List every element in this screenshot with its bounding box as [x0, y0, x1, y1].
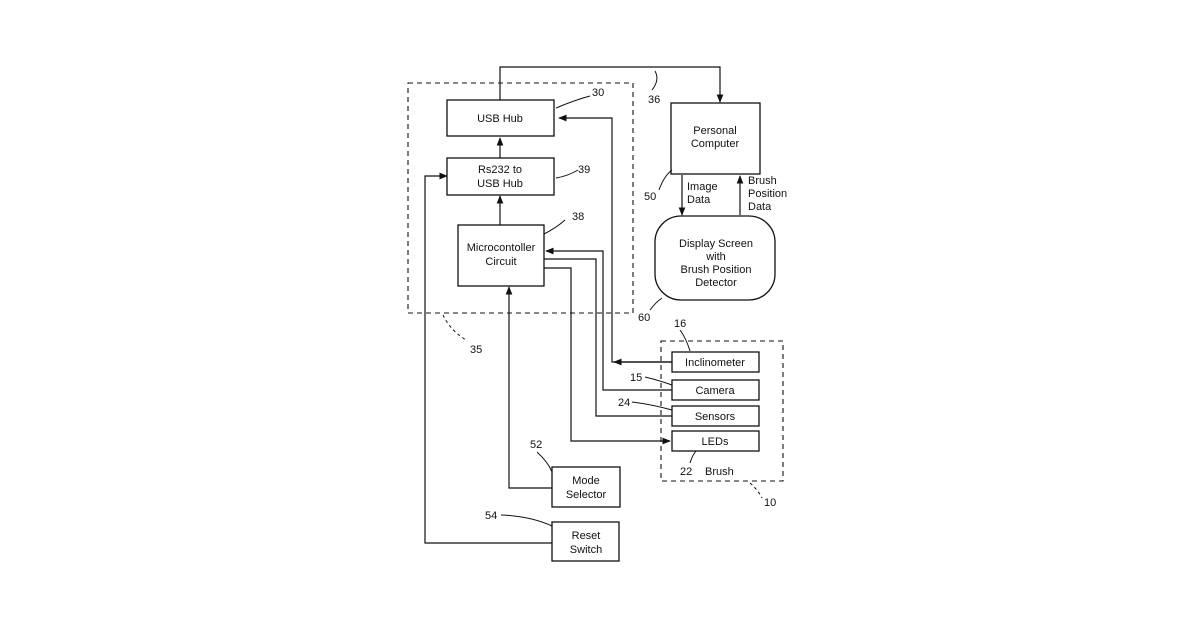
leader-35: [443, 315, 466, 340]
sensors-block: Sensors: [672, 406, 759, 426]
leader-39: [556, 170, 578, 178]
micro-to-leds-line: [544, 268, 670, 441]
image-data-label-line2: Data: [687, 194, 711, 206]
ref-22: 22: [680, 466, 692, 478]
leader-60: [650, 298, 662, 310]
personal-computer-block: Personal Computer: [671, 103, 760, 174]
ref-35: 35: [470, 344, 482, 356]
ref-16: 16: [674, 318, 686, 330]
display-label-line2: with: [705, 251, 726, 263]
rs232-block: Rs232 to USB Hub: [447, 158, 554, 195]
display-screen-block: Display Screen with Brush Position Detec…: [655, 216, 775, 300]
mode-label-line2: Selector: [566, 489, 607, 501]
mode-selector-block: Mode Selector: [552, 467, 620, 507]
leader-15: [645, 377, 672, 385]
mode-to-micro-line: [509, 287, 552, 488]
sensors-label: Sensors: [695, 411, 736, 423]
pc-label-line2: Computer: [691, 138, 740, 150]
ref-60: 60: [638, 312, 650, 324]
ref-30: 30: [592, 87, 604, 99]
camera-to-micro-line: [546, 251, 672, 390]
inclinometer-block: Inclinometer: [672, 352, 759, 372]
reset-label-line1: Reset: [572, 530, 601, 542]
leader-54: [501, 515, 552, 526]
rs232-label-line2: USB Hub: [477, 178, 523, 190]
reset-switch-block: Reset Switch: [552, 522, 619, 561]
ref-50: 50: [644, 191, 656, 203]
display-label-line1: Display Screen: [679, 238, 753, 250]
display-label-line3: Brush Position: [681, 264, 752, 276]
micro-label-line1: Microcontoller: [467, 242, 536, 254]
brush-label: Brush: [705, 466, 734, 478]
leds-label: LEDs: [702, 436, 729, 448]
leader-22: [690, 451, 696, 463]
display-label-line4: Detector: [695, 277, 737, 289]
image-data-label-line1: Image: [687, 181, 718, 193]
ref-24: 24: [618, 397, 630, 409]
mode-label-line1: Mode: [572, 475, 600, 487]
leader-24: [632, 402, 672, 410]
ref-15: 15: [630, 372, 642, 384]
reset-label-line2: Switch: [570, 544, 602, 556]
ref-52: 52: [530, 439, 542, 451]
microcontroller-block: Microcontoller Circuit: [458, 225, 544, 286]
leader-52: [537, 452, 552, 472]
leader-36: [652, 71, 657, 90]
camera-label: Camera: [695, 385, 735, 397]
usb-hub-label: USB Hub: [477, 113, 523, 125]
ref-54: 54: [485, 510, 497, 522]
leader-38: [544, 220, 565, 234]
brush-position-label-line2: Position: [748, 188, 787, 200]
sensors-to-micro-line: [544, 259, 672, 416]
ref-10: 10: [764, 497, 776, 509]
pc-label-line1: Personal: [693, 125, 736, 137]
leds-block: LEDs: [672, 431, 759, 451]
camera-block: Camera: [672, 380, 759, 400]
usb-to-pc-line: [500, 67, 720, 102]
leader-50: [659, 170, 672, 190]
leader-30: [556, 96, 590, 108]
ref-38: 38: [572, 211, 584, 223]
micro-label-line2: Circuit: [485, 256, 516, 268]
usb-hub-block: USB Hub: [447, 100, 554, 136]
inclinometer-label: Inclinometer: [685, 357, 745, 369]
leader-10: [750, 483, 762, 498]
ref-39: 39: [578, 164, 590, 176]
brush-position-label-line3: Data: [748, 201, 772, 213]
ref-36: 36: [648, 94, 660, 106]
brush-position-label-line1: Brush: [748, 175, 777, 187]
rs232-label-line1: Rs232 to: [478, 164, 522, 176]
